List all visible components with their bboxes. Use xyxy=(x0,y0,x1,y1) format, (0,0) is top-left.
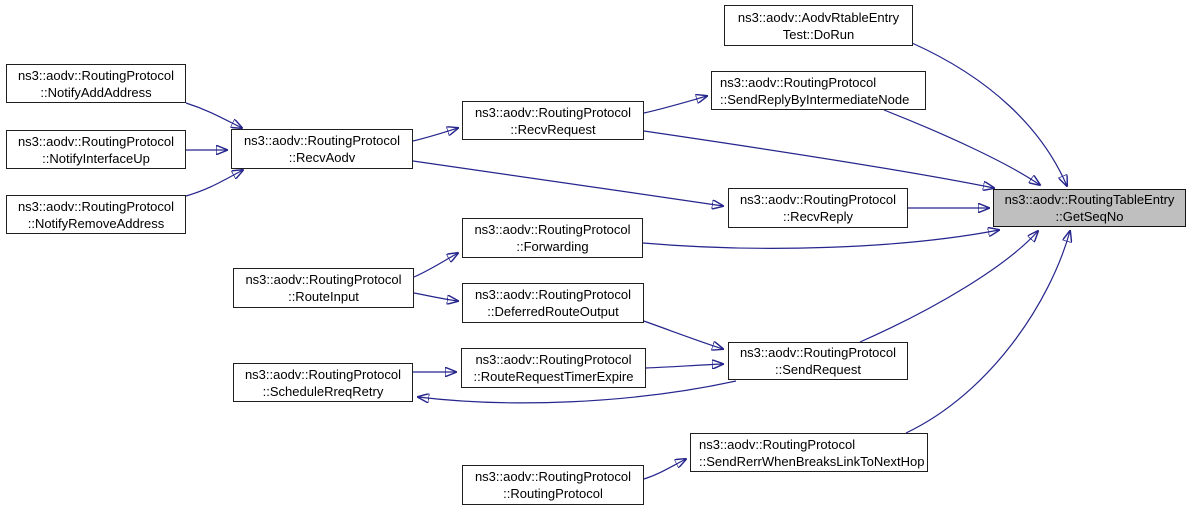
node-label-line1: ns3::aodv::AodvRtableEntry xyxy=(737,9,900,25)
node-label-line1: ns3::aodv::RoutingProtocol xyxy=(699,436,856,452)
node-label-line2: ::SendRerrWhenBreaksLinkToNextHop xyxy=(699,453,925,469)
node-label-line1: ns3::aodv::RoutingProtocol xyxy=(17,198,175,214)
edge-dorun-to-get-seq-no xyxy=(911,42,1067,186)
node-send-reply-by-intermediate-node[interactable]: ns3::aodv::RoutingProtocol ::SendReplyBy… xyxy=(711,71,926,110)
node-label-line2: ::NotifyAddAddress xyxy=(40,84,152,100)
node-label-line2: ::Forwarding xyxy=(516,239,589,254)
node-label-line2: ::RoutingProtocol xyxy=(503,486,603,501)
node-label-line2: ::RouteInput xyxy=(288,289,359,304)
edge-send-reply-by-intermediate-node-to-get-seq-no xyxy=(883,109,1040,185)
edge-route-input-to-deferred-route-output xyxy=(413,292,458,301)
node-label-line1: ns3::aodv::RoutingProtocol xyxy=(245,272,402,287)
node-get-seq-no-focus[interactable]: ns3::aodv::RoutingTableEntry ::GetSeqNo xyxy=(993,189,1186,227)
edge-recv-request-to-get-seq-no xyxy=(643,130,994,188)
node-label-line1: ns3::aodv::RoutingProtocol xyxy=(474,287,632,302)
node-label-line2: ::ScheduleRreqRetry xyxy=(262,383,384,399)
edge-forwarding-to-get-seq-no xyxy=(642,230,999,249)
node-dorun[interactable]: ns3::aodv::AodvRtableEntry Test::DoRun xyxy=(724,5,913,46)
node-recv-aodv[interactable]: ns3::aodv::RoutingProtocol ::RecvAodv xyxy=(231,129,413,169)
edge-send-request-to-get-seq-no xyxy=(859,231,1038,343)
node-route-request-timer-expire[interactable]: ns3::aodv::RoutingProtocol ::RouteReques… xyxy=(461,348,646,388)
node-label-line1: ns3::aodv::RoutingProtocol xyxy=(17,67,175,83)
node-label-line2: ::RecvReply xyxy=(782,209,854,224)
node-notify-interface-up[interactable]: ns3::aodv::RoutingProtocol ::NotifyInter… xyxy=(6,130,186,169)
node-label-line2: ::RecvRequest xyxy=(510,121,596,137)
node-label-line1: ns3::aodv::RoutingProtocol xyxy=(474,469,632,484)
node-label-line1: ns3::aodv::RoutingProtocol xyxy=(17,133,175,149)
node-forwarding[interactable]: ns3::aodv::RoutingProtocol ::Forwarding xyxy=(462,218,643,258)
node-send-request[interactable]: ns3::aodv::RoutingProtocol ::SendRequest xyxy=(728,342,908,380)
edge-routing-protocol-ctor-to-send-rerr xyxy=(643,459,686,480)
node-label-line2: ::SendReplyByIntermediateNode xyxy=(720,91,910,107)
edge-recv-aodv-to-recv-request xyxy=(412,128,458,142)
node-send-rerr-when-breaks-link-to-next-hop[interactable]: ns3::aodv::RoutingProtocol ::SendRerrWhe… xyxy=(690,433,928,472)
edge-recv-aodv-to-recv-reply xyxy=(412,160,723,206)
node-label-line1: ns3::aodv::RoutingProtocol xyxy=(739,192,897,207)
node-label-line1: ns3::aodv::RoutingProtocol xyxy=(474,104,632,120)
edge-deferred-route-output-to-send-request xyxy=(640,319,723,349)
edge-recv-request-to-send-reply-by-intermediate-node xyxy=(643,96,707,114)
edge-send-request-to-schedule-rreq-retry xyxy=(418,380,737,404)
edge-route-request-timer-expire-to-send-request xyxy=(645,364,723,368)
node-routing-protocol-ctor[interactable]: ns3::aodv::RoutingProtocol ::RoutingProt… xyxy=(462,465,644,505)
edge-notify-remove-address-to-recv-aodv xyxy=(185,170,243,197)
node-label-line2: ::NotifyInterfaceUp xyxy=(42,150,150,166)
node-deferred-route-output[interactable]: ns3::aodv::RoutingProtocol ::DeferredRou… xyxy=(462,283,644,323)
node-label-line2: Test::DoRun xyxy=(782,26,855,42)
node-label-line1: ns3::aodv::RoutingProtocol xyxy=(474,222,631,237)
node-label-line1: ns3::aodv::RoutingTableEntry xyxy=(1004,192,1175,207)
node-route-input[interactable]: ns3::aodv::RoutingProtocol ::RouteInput xyxy=(233,268,414,308)
node-label-line1: ns3::aodv::RoutingProtocol xyxy=(720,74,877,90)
node-label-line2: ::DeferredRouteOutput xyxy=(487,304,619,319)
node-label-line2: ::NotifyRemoveAddress xyxy=(27,215,165,231)
edge-notify-add-address-to-recv-aodv xyxy=(185,102,242,128)
node-schedule-rreq-retry[interactable]: ns3::aodv::RoutingProtocol ::ScheduleRre… xyxy=(233,363,413,402)
node-label-line2: ::GetSeqNo xyxy=(1055,209,1124,224)
node-label-line2: ::SendRequest xyxy=(774,362,861,377)
edge-send-rerr-to-get-seq-no xyxy=(905,231,1070,434)
node-notify-add-address[interactable]: ns3::aodv::RoutingProtocol ::NotifyAddAd… xyxy=(6,64,186,103)
node-label-line2: ::RecvAodv xyxy=(288,150,356,165)
node-label-line1: ns3::aodv::RoutingProtocol xyxy=(244,366,402,382)
edge-route-input-to-forwarding xyxy=(413,253,458,278)
node-label-line1: ns3::aodv::RoutingProtocol xyxy=(739,345,897,360)
node-notify-remove-address[interactable]: ns3::aodv::RoutingProtocol ::NotifyRemov… xyxy=(6,195,186,234)
node-label-line1: ns3::aodv::RoutingProtocol xyxy=(475,352,632,367)
node-label-line2: ::RouteRequestTimerExpire xyxy=(473,369,634,384)
node-label-line1: ns3::aodv::RoutingProtocol xyxy=(243,133,401,148)
node-recv-reply[interactable]: ns3::aodv::RoutingProtocol ::RecvReply xyxy=(728,188,908,228)
node-recv-request[interactable]: ns3::aodv::RoutingProtocol ::RecvRequest xyxy=(462,101,644,140)
